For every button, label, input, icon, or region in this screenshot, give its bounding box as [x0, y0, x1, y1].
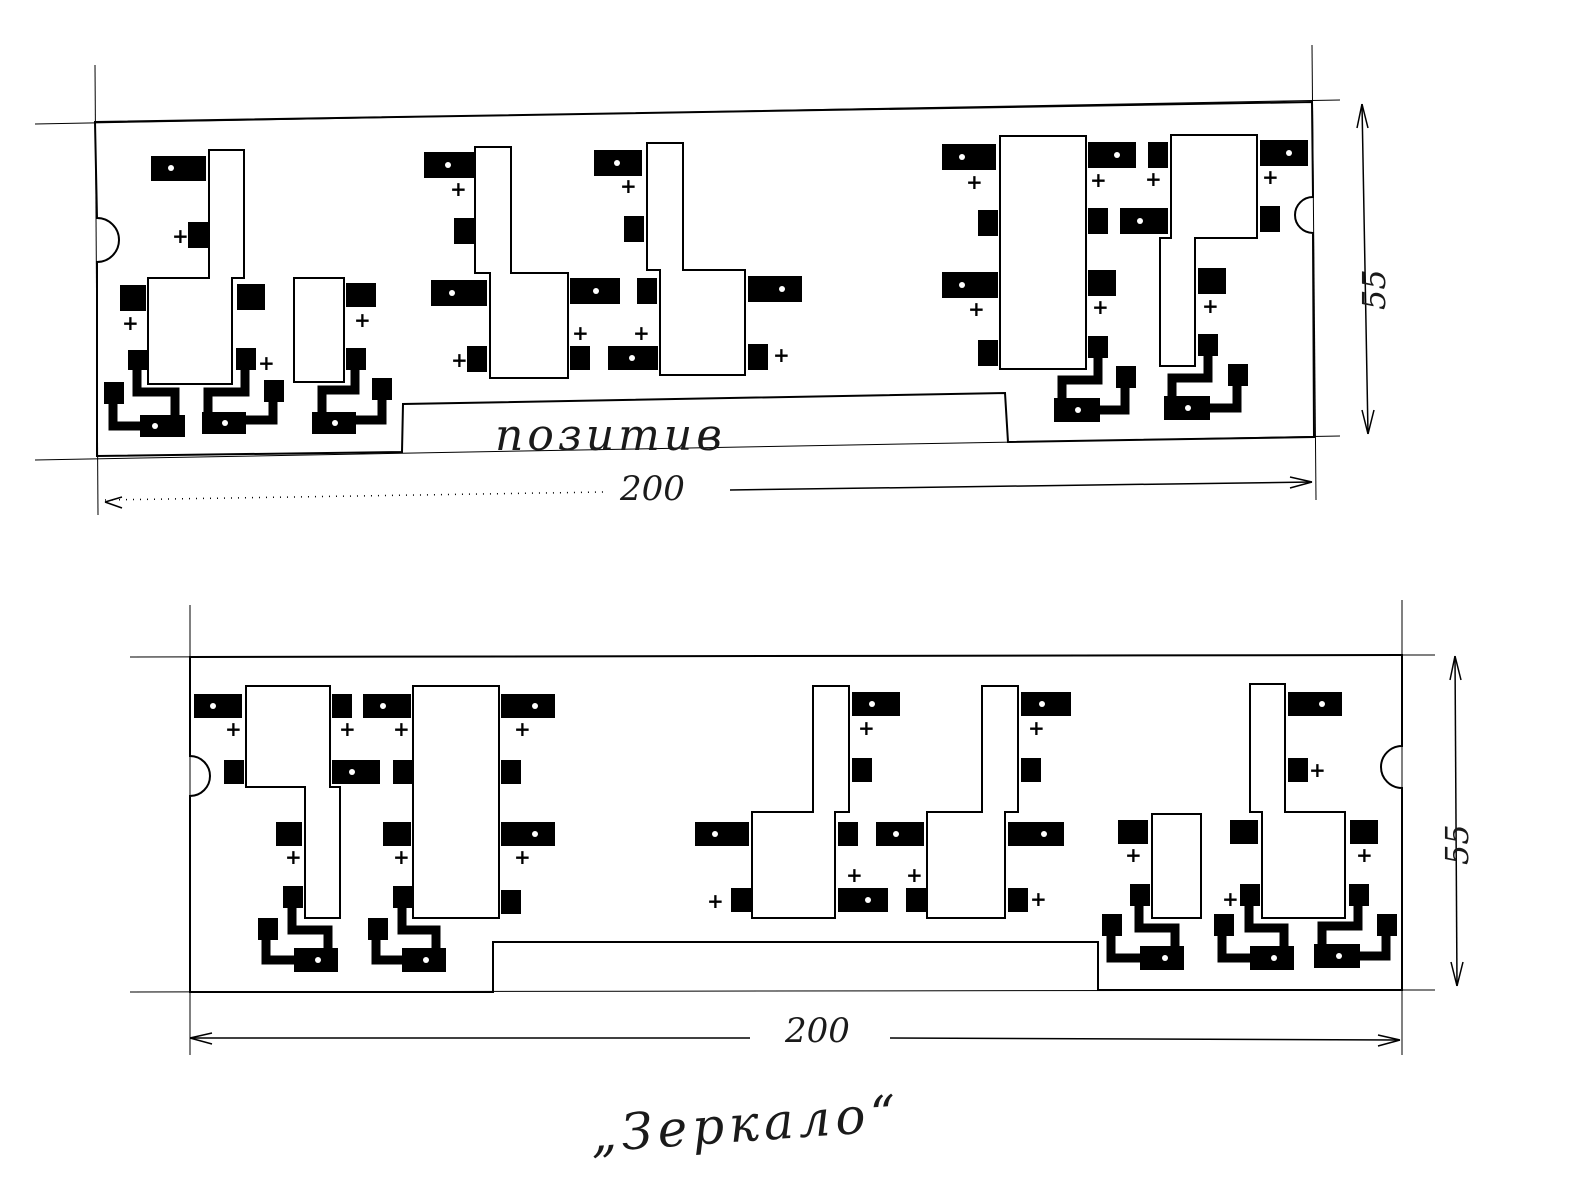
top-dimensions — [104, 103, 1375, 509]
bottom-dimensions — [189, 655, 1464, 1047]
plus-mark: + — [773, 343, 790, 367]
bottom-board-label: „Зеркало“ — [589, 1084, 903, 1164]
plus-mark: + — [846, 863, 863, 887]
plus-mark: + — [572, 321, 589, 345]
bottom-width-dimension: 200 — [784, 1011, 850, 1051]
top-board: + + + + + + + + + + + + + + + + + — [34, 44, 1393, 516]
component-outline — [412, 685, 500, 919]
component-outline — [474, 146, 569, 379]
top-height-dimension: 55 — [1355, 269, 1393, 310]
plus-mark: + — [1145, 167, 1162, 191]
bottom-height-dimension: 55 — [1438, 824, 1476, 865]
plus-mark: + — [225, 717, 242, 741]
component-outline — [1159, 134, 1258, 367]
plus-mark: + — [620, 174, 637, 198]
plus-mark: + — [1262, 165, 1279, 189]
plus-mark: + — [339, 717, 356, 741]
plus-mark: + — [1309, 758, 1326, 782]
plus-mark: + — [906, 863, 923, 887]
top-board-outline — [93, 100, 1316, 458]
plus-mark: + — [1125, 843, 1142, 867]
bottom-board: + + + + + + + + + + + + + + + + + — [129, 600, 1476, 1055]
plus-mark: + — [122, 311, 139, 335]
plus-mark: + — [968, 297, 985, 321]
bottom-board-outline — [189, 653, 1403, 993]
top-board-label: позитив — [495, 410, 726, 461]
component-outline — [926, 685, 1019, 919]
component-outline — [1249, 683, 1346, 919]
component-outline — [646, 142, 746, 376]
bottom-pads — [194, 692, 1378, 914]
plus-mark: + — [451, 348, 468, 372]
plus-mark: + — [1222, 887, 1239, 911]
bottom-trace-pads — [258, 884, 1397, 972]
plus-mark: + — [354, 308, 371, 332]
plus-mark: + — [966, 170, 983, 194]
component-outline — [293, 277, 345, 383]
plus-mark: + — [285, 845, 302, 869]
plus-mark: + — [393, 717, 410, 741]
component-outline — [147, 149, 245, 385]
top-pads — [120, 140, 1308, 372]
plus-mark: + — [514, 717, 531, 741]
plus-mark: + — [450, 177, 467, 201]
top-width-dimension: 200 — [619, 469, 685, 509]
plus-mark: + — [1092, 295, 1109, 319]
bottom-plus-marks: + + + + + + + + + + + + + + + + + — [225, 716, 1373, 913]
plus-mark: + — [258, 351, 275, 375]
plus-mark: + — [1090, 168, 1107, 192]
component-outline — [1151, 813, 1202, 919]
plus-mark: + — [172, 224, 189, 248]
top-trace-pads — [104, 334, 1248, 437]
plus-mark: + — [1356, 843, 1373, 867]
component-outline — [751, 685, 850, 919]
plus-mark: + — [1030, 887, 1047, 911]
plus-mark: + — [633, 321, 650, 345]
component-outline — [245, 685, 341, 919]
plus-mark: + — [393, 845, 410, 869]
plus-mark: + — [1028, 716, 1045, 740]
plus-mark: + — [858, 716, 875, 740]
plus-mark: + — [1202, 294, 1219, 318]
plus-mark: + — [707, 889, 724, 913]
plus-mark: + — [514, 845, 531, 869]
component-outline — [999, 135, 1087, 370]
top-plus-marks: + + + + + + + + + + + + + + + + + — [122, 165, 1279, 375]
